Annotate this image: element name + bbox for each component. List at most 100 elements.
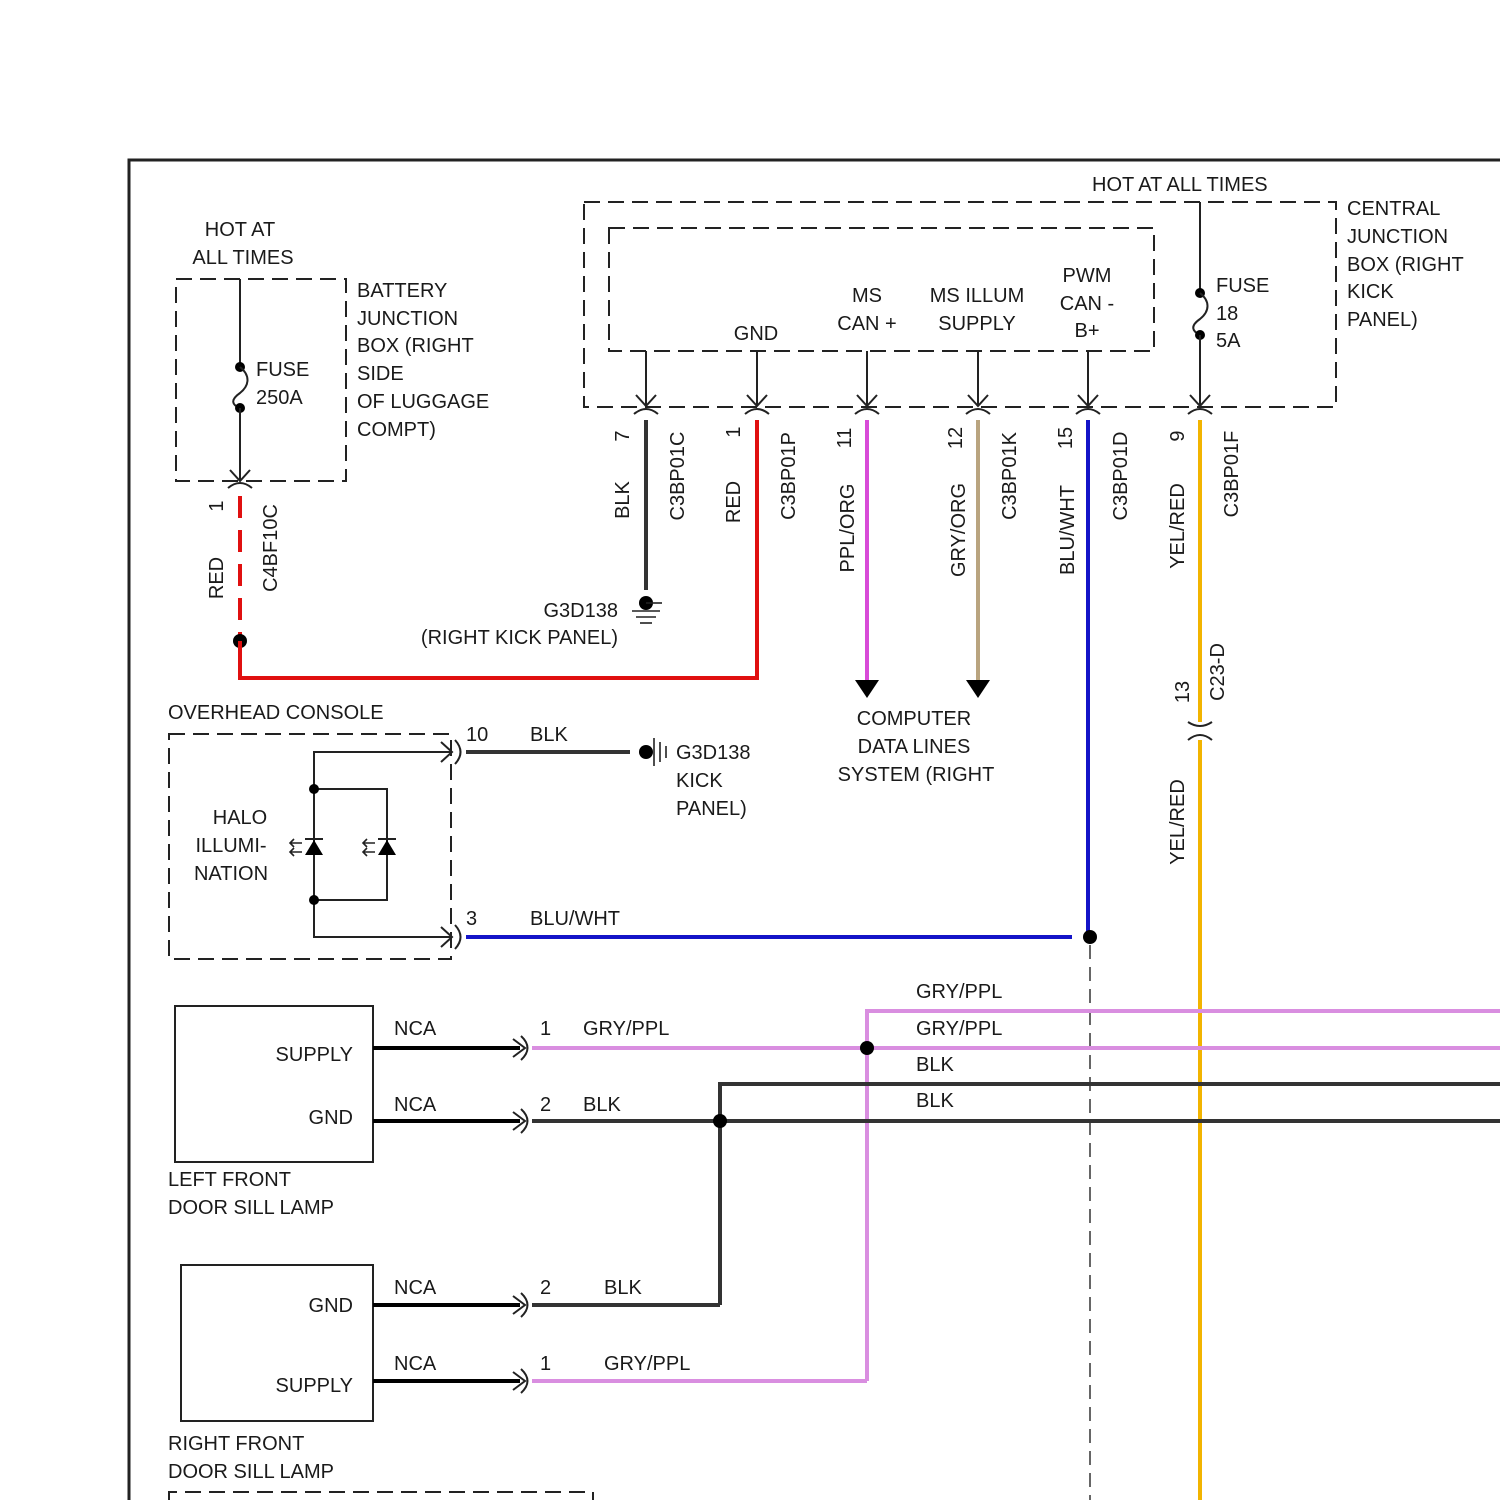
pwm-label-3: B+ [1074,320,1099,342]
computer-data-label-3: SYSTEM (RIGHT [838,764,995,786]
battery-box-title-4: SIDE [357,363,404,385]
right-lamp-wire-1: BLK [604,1277,642,1299]
central-box-title-2: JUNCTION [1347,226,1448,248]
right-lamp-title-2: DOOR SILL LAMP [168,1461,334,1483]
pin-7-color: BLK [612,480,634,518]
pin-1-number: 1 [723,426,745,437]
right-lamp-supply-label: SUPPLY [276,1375,353,1397]
pwm-label-1: PWM [1063,265,1112,287]
bus-label-3: BLK [916,1054,954,1076]
bus-label-4: BLK [916,1090,954,1112]
left-lamp-gnd-label: GND [309,1107,353,1129]
pin-12-color: GRY/ORG [948,483,970,577]
halo-internal-wiring [314,752,452,937]
left-lamp-title-1: LEFT FRONT [168,1169,291,1191]
central-box-title-4: KICK [1347,281,1394,303]
battery-box-title-6: COMPT) [357,419,436,441]
battery-box-title-1: BATTERY [357,280,447,302]
pin-9-color: YEL/RED [1167,483,1189,569]
ms-can-label-1: MS [852,285,882,307]
left-lamp-title-2: DOOR SILL LAMP [168,1197,334,1219]
pin-11-color: PPL/ORG [837,484,859,573]
left-lamp-nca-2: NCA [394,1094,437,1116]
pin-15-connector: C3BP01D [1110,432,1132,521]
fuse-18-label-2: 18 [1216,303,1238,325]
pin-1-color: RED [723,481,745,523]
pin-15-number: 15 [1055,427,1077,449]
pin-12-connector: C3BP01K [999,431,1021,519]
bus-label-2: GRY/PPL [916,1018,1002,1040]
computer-data-label-2: DATA LINES [858,736,971,758]
central-box-title-3: BOX (RIGHT [1347,254,1464,276]
ms-illum-label-2: SUPPLY [938,313,1015,335]
battery-junction-box: HOT AT ALL TIMES BATTERY JUNCTION BOX (R… [176,219,489,599]
left-lamp-pin-2: 2 [540,1094,551,1116]
left-lamp-supply-label: SUPPLY [276,1044,353,1066]
gnd-label: GND [734,323,778,345]
right-lamp-wire-2: GRY/PPL [604,1353,690,1375]
right-lamp-title-1: RIGHT FRONT [168,1433,304,1455]
pin-7-number: 7 [612,430,634,441]
left-lamp-nca-1: NCA [394,1018,437,1040]
pin-12-number: 12 [945,427,967,449]
console-pin-3-connector-icon [455,925,461,949]
central-pin-drops [634,351,1212,414]
halo-label-3: NATION [194,863,268,885]
halo-label-1: HALO [213,807,267,829]
console-wire-bottom: BLU/WHT [530,908,620,930]
left-front-door-sill-lamp: SUPPLY GND LEFT FRONT DOOR SILL LAMP NCA… [168,1006,669,1219]
right-lamp-gnd-label: GND [309,1295,353,1317]
led-2-icon [363,839,396,856]
halo-label-2: ILLUMI- [195,835,266,857]
ppl-org-arrow-icon [855,680,879,698]
right-lamp-outline [181,1265,373,1421]
battery-box-title-5: OF LUGGAGE [357,391,489,413]
c23-pin-number: 13 [1172,681,1194,703]
battery-hot-label-1: HOT AT [205,219,275,241]
left-lamp-wire-1: GRY/PPL [583,1018,669,1040]
left-lamp-wire-2: BLK [583,1094,621,1116]
pin-7-connector: C3BP01C [667,432,689,521]
bus-label-1: GRY/PPL [916,981,1002,1003]
led-1-icon [290,839,323,856]
ms-illum-label-1: MS ILLUM [930,285,1024,307]
pin-11-number: 11 [834,428,856,449]
halo-led-loop [314,789,387,900]
console-pin-10-connector-icon [455,740,461,764]
blk-bus-upper [720,1084,1500,1305]
fuse-18-icon [1193,293,1207,335]
blk-splice-dot [713,1114,727,1128]
fuse-250a-label-2: 250A [256,387,303,409]
fuse-250a-icon [233,367,247,408]
pin-15-color: BLU/WHT [1057,485,1079,575]
central-pin-labels: 7 BLK C3BP01C 1 RED C3BP01P 11 PPL/ORG 1… [612,426,1243,577]
lower-component-outline [169,1492,593,1500]
fuse-18-label-1: FUSE [1216,275,1269,297]
right-lamp-pin-1: 1 [540,1353,551,1375]
overhead-console-title: OVERHEAD CONSOLE [168,702,384,724]
battery-connector-icon [228,483,252,488]
left-lamp-pin-1: 1 [540,1018,551,1040]
pin-drop-12 [966,351,990,414]
central-hot-label: HOT AT ALL TIMES [1092,174,1268,196]
pin-drop-15 [1076,351,1100,414]
battery-box-title-2: JUNCTION [357,308,458,330]
gry-ppl-bus-upper [867,1011,1500,1381]
battery-connector-id: C4BF10C [260,504,282,592]
central-box-title-1: CENTRAL [1347,198,1440,220]
pin-drop-11 [855,351,879,414]
blu-wht-splice-dot [1083,930,1097,944]
fuse-250a-label-1: FUSE [256,359,309,381]
gry-org-arrow-icon [966,680,990,698]
right-lamp-nca-1: NCA [394,1277,437,1299]
left-lamp-outline [175,1006,373,1162]
ground-2-loc-2: PANEL) [676,798,747,820]
right-front-door-sill-lamp: GND SUPPLY RIGHT FRONT DOOR SILL LAMP NC… [168,1265,690,1483]
pin-9-connector: C3BP01F [1221,431,1243,518]
overhead-console: OVERHEAD CONSOLE HALO ILLUMI- NATION 10 … [168,702,620,959]
pin-1-connector: C3BP01P [778,432,800,520]
pin-drop-7 [634,351,658,414]
ground-2-id: G3D138 [676,742,751,764]
pwm-label-2: CAN - [1060,293,1114,315]
computer-data-label-1: COMPUTER [857,708,971,730]
